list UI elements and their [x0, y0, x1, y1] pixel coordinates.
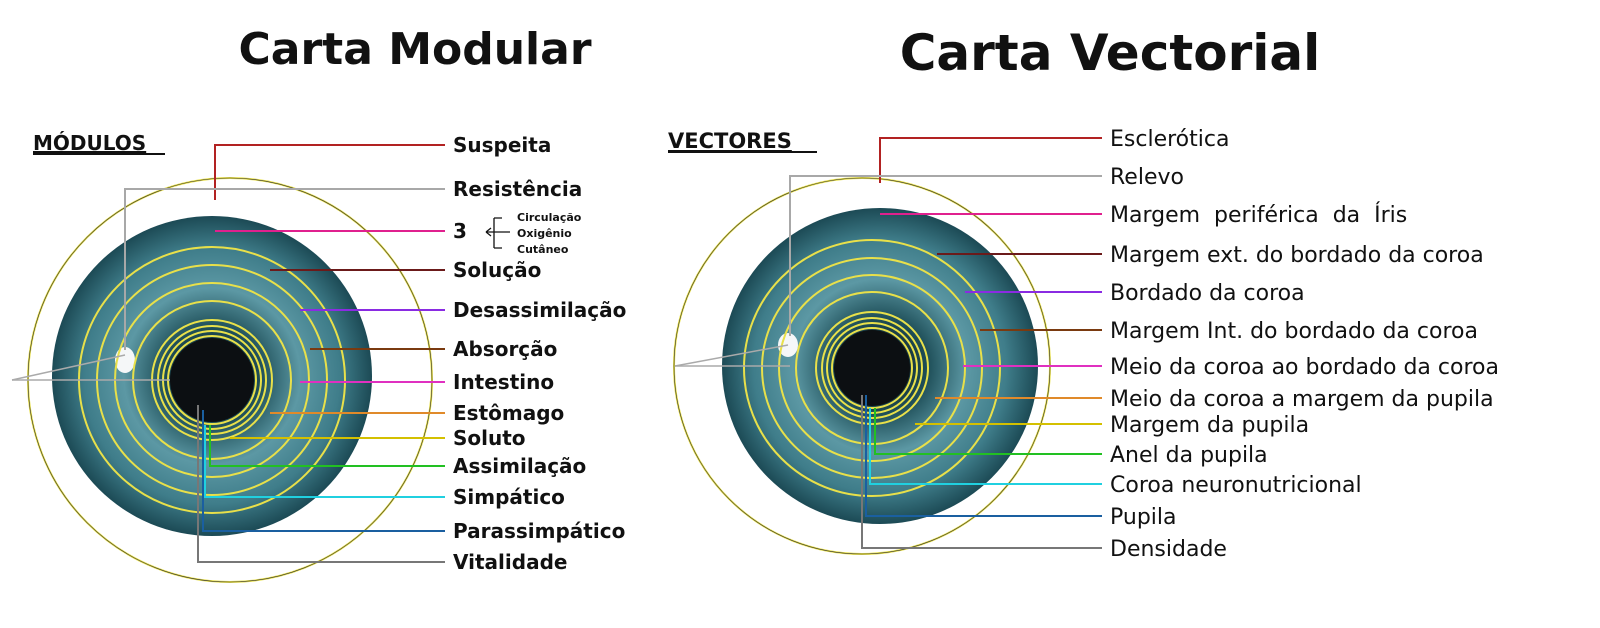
left-label-suspeita: Suspeita [453, 133, 551, 157]
right-leader-relevo [789, 175, 1102, 336]
right-label-densidade: Densidade [1110, 537, 1227, 562]
left-label-solucao: Solução [453, 258, 541, 282]
right-leader-pupila [865, 395, 1102, 517]
left-pupil [170, 338, 254, 422]
left-leader-simpatico [204, 425, 445, 498]
left-label-vitalidade: Vitalidade [453, 550, 567, 574]
three-sublist: Circulação Oxigênio Cutâneo [485, 211, 582, 256]
left-leader-suspeita [214, 144, 445, 200]
left-title: Carta Modular [238, 24, 591, 75]
right-leader-densidade [861, 395, 1102, 549]
right-label-margem-ext-do-bordado-da-coroa: Margem ext. do bordado da coroa [1110, 243, 1484, 268]
left-label-estomago: Estômago [453, 401, 564, 425]
left-label-simpatico: Simpático [453, 485, 565, 509]
left-label-parassimpatico: Parassimpático [453, 519, 625, 543]
left-label-resistencia: Resistência [453, 177, 582, 201]
left-label-3: 3 [453, 219, 467, 243]
left-leader-vitalidade [197, 405, 445, 563]
left-iris-highlight [115, 347, 135, 373]
left-leader-parassimpatico [202, 410, 445, 532]
right-label-esclerotica: Esclerótica [1110, 127, 1229, 152]
left-leader-resistencia [124, 188, 445, 350]
right-rings [743, 239, 1001, 497]
right-label-meio-da-coroa-ao-bordado-da-coroa: Meio da coroa ao bordado da coroa [1110, 355, 1499, 380]
right-leader-esclerotica [879, 137, 1102, 183]
right-label-margem-da-pupila: Margem da pupila [1110, 413, 1309, 438]
left-label-intestino: Intestino [453, 370, 554, 394]
left-eye [11, 177, 433, 583]
right-label-meio-da-coroa-a-margem-da-pupila: Meio da coroa a margem da pupila [1110, 387, 1494, 412]
left-leader-assimilacao [209, 425, 445, 467]
left-label-assimilacao: Assimilação [453, 454, 586, 478]
right-heading: VECTORES [668, 129, 792, 153]
right-leader-coroa-neuronutricional [869, 408, 1102, 485]
right-title: Carta Vectorial [900, 24, 1321, 82]
right-label-bordado-da-coroa: Bordado da coroa [1110, 281, 1305, 306]
right-leader-anel-da-pupila [874, 408, 1102, 455]
three-sub-cutaneo: Cutâneo [517, 243, 569, 256]
right-label-margem-int-do-bordado-da-coroa: Margem Int. do bordado da coroa [1110, 319, 1478, 344]
left-label-absorcao: Absorção [453, 337, 557, 361]
left-heading: MÓDULOS [33, 131, 146, 155]
right-label-anel-da-pupila: Anel da pupila [1110, 443, 1268, 468]
right-eye [673, 177, 1051, 555]
right-pupil [834, 330, 910, 406]
right-label-coroa-neuronutricional: Coroa neuronutricional [1110, 473, 1362, 498]
right-label-relevo: Relevo [1110, 165, 1184, 190]
left-label-soluto: Soluto [453, 426, 526, 450]
three-sub-circulacao: Circulação [517, 211, 582, 224]
three-sub-oxigenio: Oxigênio [517, 227, 572, 240]
left-label-desassimilacao: Desassimilação [453, 298, 626, 322]
right-label-pupila: Pupila [1110, 505, 1177, 530]
right-label-margem-periferica-da-iris: Margem periférica da Íris [1110, 202, 1407, 228]
